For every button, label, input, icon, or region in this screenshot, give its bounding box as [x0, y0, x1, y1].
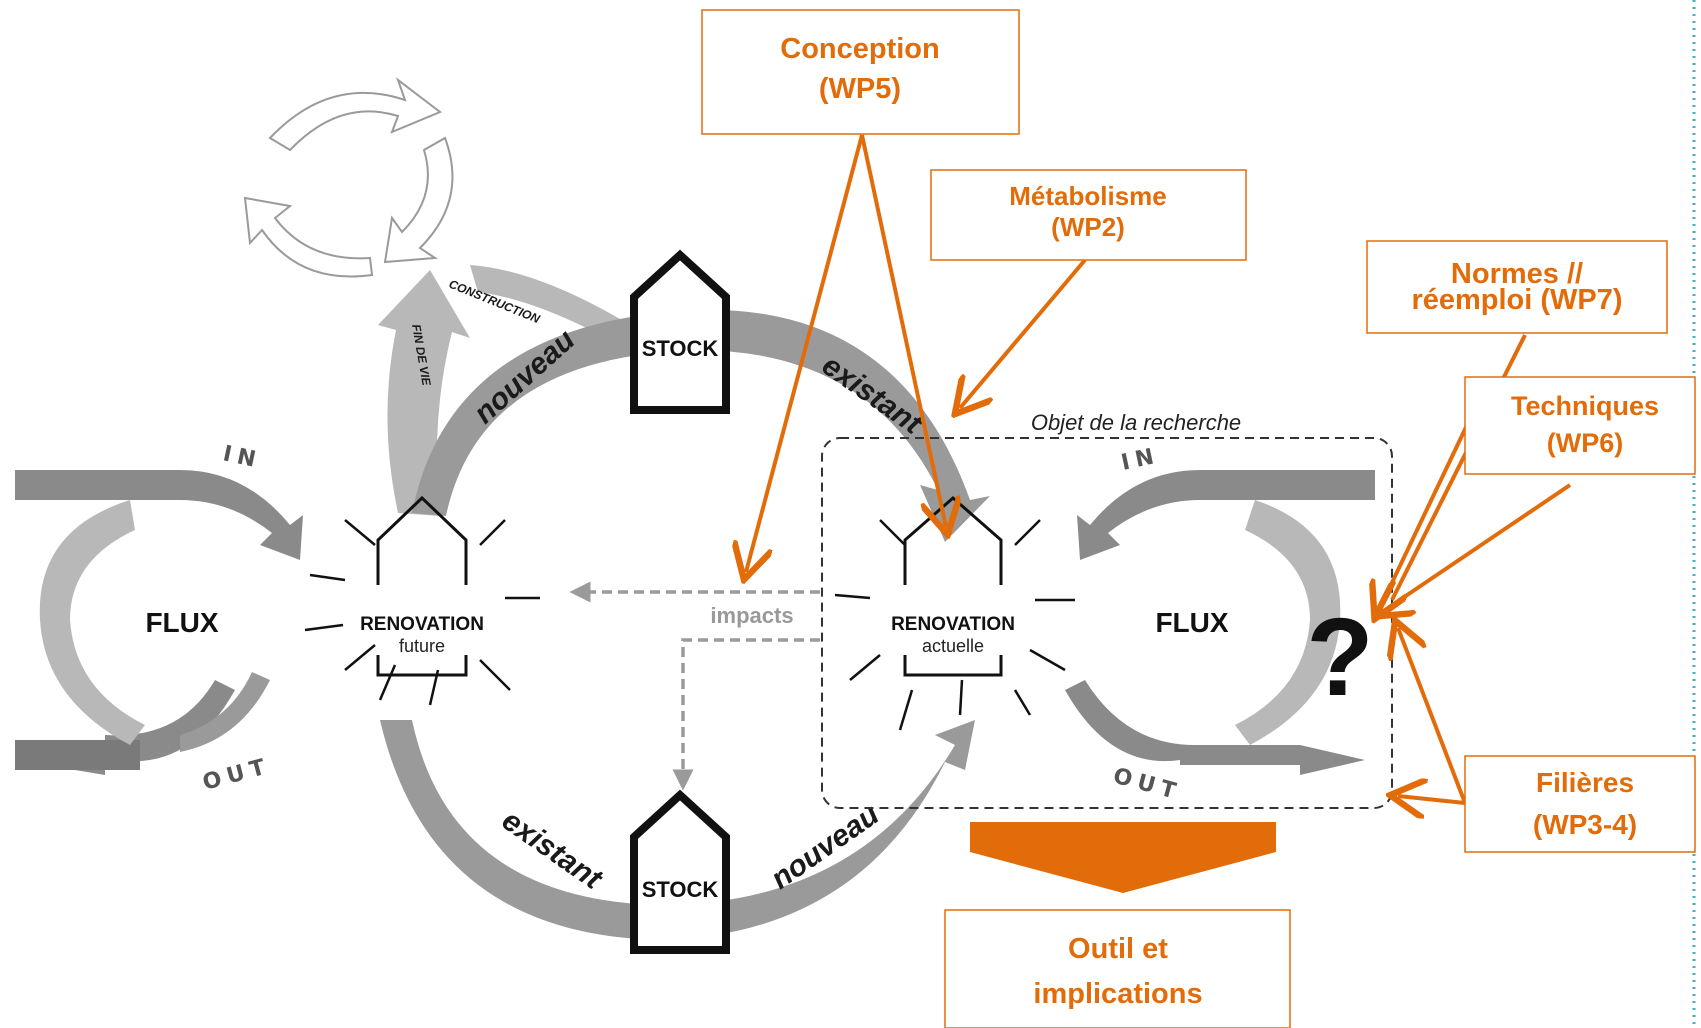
right-flux-cycle [1065, 470, 1375, 775]
research-object-label: Objet de la recherche [1031, 410, 1241, 435]
top-arc-arrow [412, 309, 990, 542]
metabolisme-line1: Métabolisme [1009, 181, 1167, 211]
fin-de-vie-arrow [378, 270, 470, 516]
bottom-arc-arrow [380, 720, 975, 940]
out-right-label: OUT [1110, 764, 1184, 806]
renovation-future-title: RENOVATION [360, 614, 484, 635]
renovation-actuelle-sub: actuelle [922, 636, 984, 656]
flux-left-label: FLUX [145, 607, 218, 638]
impacts-arrow-down [672, 638, 820, 791]
techniques-line2: (WP6) [1547, 428, 1624, 458]
renovation-future-sub: future [399, 636, 445, 656]
techniques-box: Techniques (WP6) [1464, 376, 1696, 475]
question-mark: ? [1306, 596, 1373, 719]
out-left-label: OUT [200, 754, 274, 796]
in-left-label: IN [221, 441, 264, 473]
conception-line1: Conception [780, 33, 940, 65]
conception-line2: (WP5) [819, 73, 901, 105]
metabolisme-line2: (WP2) [1051, 212, 1125, 242]
flux-right-label: FLUX [1155, 607, 1228, 638]
outil-line1: Outil et [1068, 933, 1168, 965]
renovation-actuelle-house: RENOVATION actuelle [891, 496, 1015, 677]
normes-line2: réemploi (WP7) [1411, 284, 1622, 316]
burst-icon [834, 519, 1075, 731]
down-arrow [970, 822, 1276, 893]
stock-house-top: STOCK [630, 249, 730, 414]
filieres-line1: Filières [1536, 767, 1634, 798]
recycle-icon [243, 77, 454, 278]
research-object-box [821, 437, 1393, 809]
stock-bottom-label: STOCK [642, 877, 719, 902]
normes-box: Normes // réemploi (WP7) [1366, 240, 1668, 334]
metabolisme-box: Métabolisme (WP2) [930, 169, 1247, 261]
impacts-label: impacts [710, 603, 793, 628]
renovation-actuelle-title: RENOVATION [891, 614, 1015, 635]
techniques-line1: Techniques [1511, 391, 1659, 421]
normes-line1: Normes // [1451, 258, 1583, 290]
outil-line2: implications [1033, 978, 1202, 1010]
wp-connector-arrows [746, 134, 1572, 803]
stock-house-bottom: STOCK [630, 789, 730, 954]
left-flux-cycle [15, 470, 303, 775]
burst-icon [304, 519, 540, 706]
in-right-label: IN [1119, 443, 1162, 475]
conception-box: Conception (WP5) [701, 9, 1020, 135]
filieres-line2: (WP3-4) [1533, 809, 1637, 840]
stock-top-label: STOCK [642, 336, 719, 361]
renovation-future-house: RENOVATION future [360, 495, 484, 677]
filieres-box: Filières (WP3-4) [1464, 755, 1696, 853]
arc-label-top-left: nouveau [468, 323, 582, 430]
outil-box: Outil et implications [944, 909, 1291, 1028]
